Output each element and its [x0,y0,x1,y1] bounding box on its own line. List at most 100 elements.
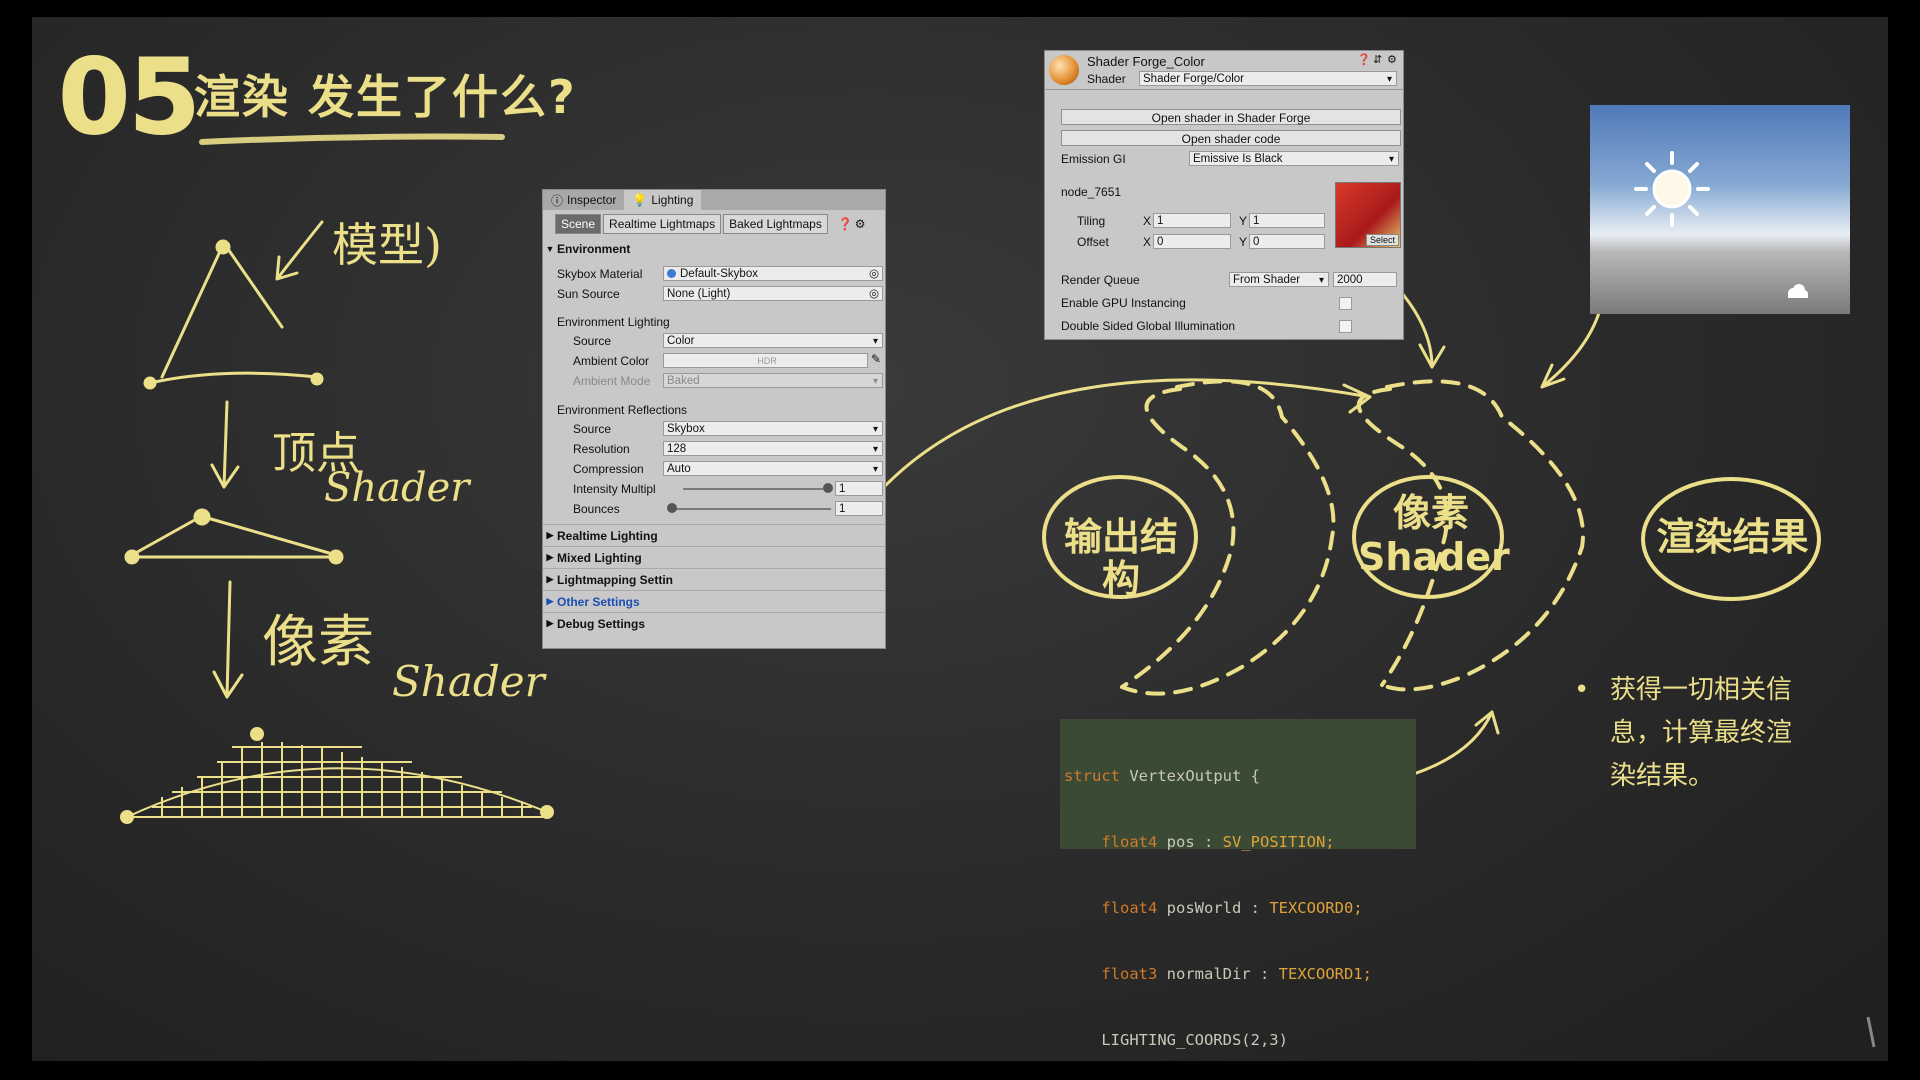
tab-lighting[interactable]: 💡 Lighting [624,190,702,210]
double-sided-gi-label: Double Sided Global Illumination [1061,319,1236,333]
expand-right-icon: ▶ [546,552,554,562]
label-vertex-zh: 顶点 [272,428,360,479]
ambient-color-swatch[interactable]: HDR [663,353,868,368]
sun-source-value: None (Light) [667,288,731,300]
section-environment-label: Environment [557,241,631,256]
intensity-input[interactable]: 1 [835,481,883,496]
gpu-instancing-label: Enable GPU Instancing [1061,296,1186,310]
tab-inspector-label: Inspector [567,193,617,207]
subtab-scene[interactable]: Scene [555,214,602,234]
subtab-baked-lightmaps[interactable]: Baked Lightmaps [723,214,828,234]
sun-source-field[interactable]: None (Light) ◎ [663,286,883,301]
skybox-preview [1590,105,1850,314]
double-sided-gi-checkbox[interactable] [1339,320,1352,333]
lighting-subtabs: Scene Realtime Lightmaps Baked Lightmaps… [543,210,885,238]
expand-right-icon: ▶ [546,618,554,628]
code-line: float4 posWorld : TEXCOORD0; [1064,899,1363,917]
material-panel: Shader Forge_Color Shader Shader Forge/C… [1044,50,1404,340]
bounces-label: Bounces [573,502,620,516]
tiling-x-input[interactable]: 1 [1153,213,1231,228]
subtab-realtime-lightmaps[interactable]: Realtime Lightmaps [603,214,722,234]
code-line: float4 pos : SV_POSITION; [1064,833,1335,851]
slide-number: 05 [58,36,202,158]
offset-label: Offset [1077,235,1109,249]
section-environment[interactable]: ▼ Environment [543,238,885,259]
intensity-slider-thumb[interactable] [823,483,833,493]
refl-source-dropdown[interactable]: Skybox [663,421,883,437]
open-shader-forge-button[interactable]: Open shader in Shader Forge [1061,109,1401,125]
tiling-y-input[interactable]: 1 [1249,213,1325,228]
section-label: Lightmapping Settin [557,572,673,587]
env-reflections-heading: Environment Reflections [557,403,688,417]
code-line: LIGHTING_COORDS(2,3) [1064,1031,1288,1049]
preset-icon[interactable]: ⇵ [1373,54,1383,66]
eyedropper-icon[interactable]: ✎ [871,352,882,366]
object-picker-icon[interactable]: ◎ [868,288,879,300]
arrow-down-2 [212,580,244,699]
scratch-mark [1866,1016,1876,1048]
env-source-dropdown[interactable]: Color [663,333,883,349]
label-pixel-en: Shader [392,657,545,706]
bounces-slider-thumb[interactable] [667,503,677,513]
resolution-dropdown[interactable]: 128 [663,441,883,457]
emission-gi-dropdown[interactable]: Emissive Is Black [1189,151,1399,167]
offset-x-label: X [1143,235,1152,249]
section-mixed-lighting[interactable]: ▶Mixed Lighting [543,546,885,568]
section-label: Debug Settings [557,616,646,631]
help-icon[interactable]: ❓ [837,217,853,231]
offset-x-input[interactable]: 0 [1153,234,1231,249]
label-pixel-shader-en: Shader [1358,535,1510,579]
section-realtime-lighting[interactable]: ▶Realtime Lighting [543,524,885,546]
skybox-label: Skybox Material [557,267,643,281]
label-pixel-shader-zh: 像素 [1392,491,1469,535]
code-snippet: struct VertexOutput { float4 pos : SV_PO… [1060,719,1416,1049]
code-line: struct VertexOutput { [1064,767,1260,785]
intensity-label: Intensity Multipl [573,482,656,496]
chalk-drawings [120,133,1876,1048]
offset-y-input[interactable]: 0 [1249,234,1325,249]
dashed-curves [1120,379,1585,696]
refl-source-label: Source [573,422,612,436]
result-bullet: • 获得一切相关信 息，计算最终渲 染结果。 [1574,669,1810,798]
env-source-label: Source [573,334,612,348]
section-lightmapping[interactable]: ▶Lightmapping Settin [543,568,885,590]
resolution-label: Resolution [573,442,630,456]
texture-slot[interactable]: Select [1335,182,1401,248]
bounces-input[interactable]: 1 [835,501,883,516]
expand-right-icon: ▶ [546,530,554,540]
object-picker-icon[interactable]: ◎ [868,268,879,280]
gpu-instancing-checkbox[interactable] [1339,297,1352,310]
skybox-value: Default-Skybox [680,268,758,280]
skybox-field[interactable]: Default-Skybox ◎ [663,266,883,281]
compression-dropdown[interactable]: Auto [663,461,883,477]
render-queue-input[interactable]: 2000 [1333,272,1397,287]
ambient-mode-label: Ambient Mode [573,374,651,388]
gear-icon[interactable]: ⚙ [1387,54,1397,66]
lighting-panel: ⓘ Inspector 💡 Lighting Scene Realtime Li… [542,189,886,649]
render-queue-dropdown[interactable]: From Shader [1229,272,1329,288]
label-pixel-zh: 像素 [262,610,374,675]
label-output-struct: 输出结构 [1063,515,1178,601]
shader-dropdown[interactable]: Shader Forge/Color [1139,71,1397,87]
open-shader-code-button[interactable]: Open shader code [1061,130,1401,146]
tiling-x-label: X [1143,214,1152,228]
node-label: node_7651 [1061,185,1122,199]
gear-icon[interactable]: ⚙ [854,217,866,231]
sun-source-label: Sun Source [557,287,620,301]
select-button[interactable]: Select [1365,234,1399,246]
tab-inspector[interactable]: ⓘ Inspector [543,190,624,210]
tiling-y-label: Y [1239,214,1248,228]
label-model: 模型) [332,218,442,272]
expand-down-icon: ▼ [545,243,555,254]
arrow-to-model [275,220,324,281]
expand-right-icon: ▶ [546,596,554,606]
pixel-grid [120,727,554,824]
bounces-slider-track[interactable] [671,508,831,510]
chalkboard: 05 渲染 发生了什么? [32,17,1888,1061]
section-debug-settings[interactable]: ▶Debug Settings [543,612,885,634]
render-queue-label: Render Queue [1061,273,1140,287]
flow-ellipses [1042,475,1821,601]
help-icon[interactable]: ❓ [1357,54,1371,66]
section-other-settings[interactable]: ▶Other Settings [543,590,885,612]
intensity-slider-track[interactable] [683,488,823,490]
